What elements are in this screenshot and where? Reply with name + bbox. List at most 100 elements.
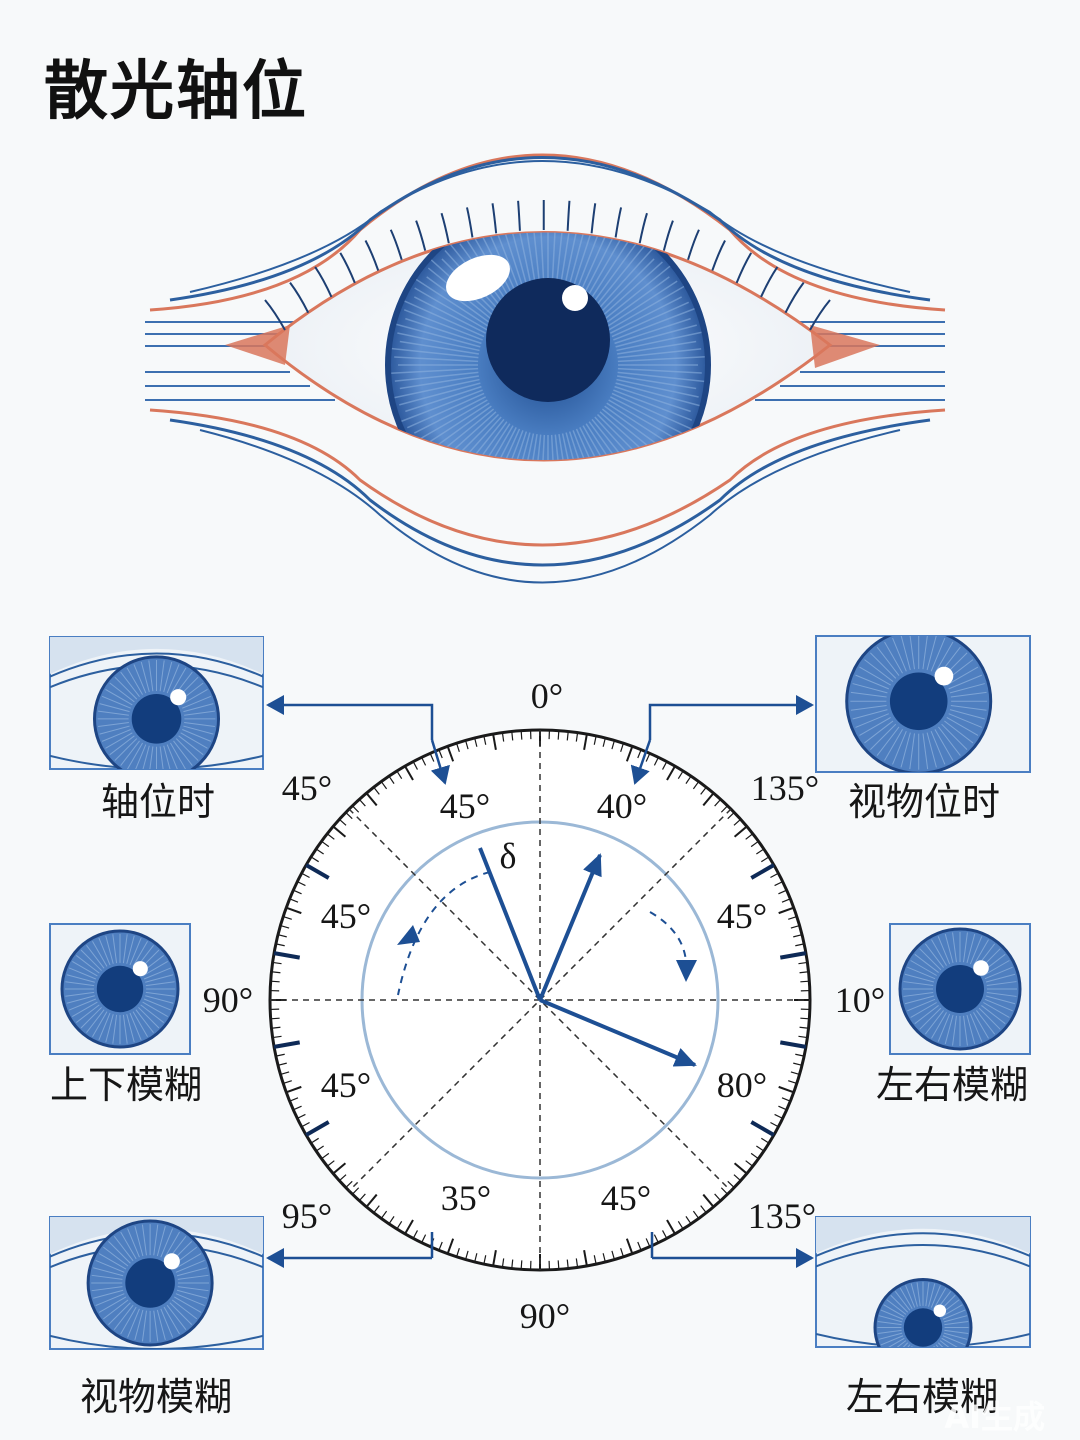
dial-label-outer-top-left: 45° bbox=[282, 768, 332, 808]
dial-tick bbox=[733, 1174, 742, 1182]
dial-tick bbox=[602, 737, 606, 747]
dial-tick bbox=[566, 731, 569, 741]
dial-major-tick bbox=[750, 863, 775, 880]
dial-tick bbox=[702, 1193, 715, 1208]
dial-tick bbox=[770, 872, 779, 878]
dial-tick bbox=[795, 1053, 805, 1057]
dial-tick bbox=[733, 1162, 748, 1175]
dial-tick bbox=[800, 980, 810, 983]
axis-arrow-40 bbox=[538, 853, 602, 1001]
dial-tick bbox=[483, 1255, 487, 1265]
dial-tick bbox=[761, 856, 770, 863]
dial-major-tick bbox=[273, 1040, 301, 1049]
dial-tick bbox=[625, 1238, 634, 1255]
dial-tick bbox=[492, 1249, 497, 1267]
dial-tick bbox=[720, 805, 728, 813]
dial-tick bbox=[602, 1253, 606, 1263]
dial-tick bbox=[774, 881, 783, 887]
dial-tick bbox=[465, 740, 469, 750]
dial-major-tick bbox=[779, 951, 807, 960]
dial-tick bbox=[321, 840, 330, 848]
dial-tick bbox=[352, 805, 360, 813]
dial-tick bbox=[358, 798, 366, 807]
dial-major-tick bbox=[750, 1120, 775, 1137]
dial-tick bbox=[310, 1137, 319, 1144]
dial-tick bbox=[289, 898, 299, 903]
dial-tick bbox=[637, 1241, 642, 1251]
dial-tick bbox=[338, 818, 347, 826]
dial-tick bbox=[653, 1234, 659, 1243]
dial-tick bbox=[520, 1260, 523, 1270]
page-title: 散光轴位 bbox=[44, 55, 308, 129]
dial-tick bbox=[421, 1234, 427, 1243]
dial-tick bbox=[404, 765, 414, 781]
dial-tick bbox=[373, 1205, 380, 1214]
dial-tick bbox=[750, 840, 759, 848]
panel-eye-mid-right bbox=[889, 923, 1031, 1055]
dial-label-inner-upper-left: 45° bbox=[440, 786, 490, 826]
dial-tick bbox=[380, 1210, 388, 1219]
caption-bottom-right: 左右模糊 bbox=[846, 1375, 998, 1419]
dial-tick bbox=[326, 1160, 335, 1167]
connector-arrows bbox=[266, 695, 814, 1268]
dial-tick bbox=[396, 770, 403, 779]
dial-tick bbox=[321, 1152, 330, 1160]
dial-tick bbox=[557, 730, 560, 740]
dial-tick bbox=[277, 1062, 287, 1066]
dial-tick bbox=[733, 818, 742, 826]
dial-tick bbox=[756, 1145, 765, 1152]
ai-watermark: AI生成 bbox=[944, 1398, 1045, 1436]
dial-label-inner-right-lower: 80° bbox=[717, 1065, 767, 1105]
dial-tick bbox=[800, 1017, 810, 1020]
dial-label-inner-lower-right: 45° bbox=[601, 1178, 651, 1218]
dial-tick bbox=[727, 1180, 735, 1188]
dial-tick bbox=[799, 1026, 809, 1029]
dial-tick bbox=[662, 1230, 668, 1239]
dial-tick bbox=[653, 757, 659, 766]
dial-tick bbox=[714, 798, 722, 807]
dial-tick bbox=[583, 1249, 588, 1267]
dial-major-tick bbox=[273, 951, 301, 960]
dial-tick bbox=[501, 1258, 505, 1268]
caption-mid-left: 上下模糊 bbox=[50, 1063, 202, 1107]
dial-tick bbox=[297, 1113, 306, 1119]
dial-tick bbox=[412, 1230, 418, 1239]
dial-tick bbox=[326, 833, 335, 840]
dial-label-outer-bottom-right: 135° bbox=[748, 1196, 816, 1236]
dial-tick bbox=[745, 833, 754, 840]
dial-label-right: 10° bbox=[835, 980, 885, 1020]
dial-tick bbox=[520, 730, 523, 740]
dial-tick bbox=[301, 872, 310, 878]
dial-tick bbox=[593, 1255, 597, 1265]
dial-tick bbox=[733, 825, 748, 838]
dial-tick bbox=[293, 889, 302, 895]
dial-tick bbox=[465, 1250, 469, 1260]
dial-tick bbox=[345, 1180, 353, 1188]
dial-major-tick bbox=[305, 863, 330, 880]
dial-tick bbox=[720, 1187, 728, 1195]
dial-tick bbox=[790, 925, 800, 929]
dial-tick bbox=[358, 1193, 366, 1202]
dial-tick bbox=[714, 1193, 722, 1202]
caption-top-right: 视物位时 bbox=[848, 780, 1000, 824]
dial-tick bbox=[289, 1097, 299, 1102]
panel-eye-top-right bbox=[815, 635, 1031, 773]
dial-tick bbox=[352, 1187, 360, 1195]
dial-tick bbox=[511, 1259, 514, 1269]
dial-tick bbox=[799, 971, 809, 974]
dial-tick bbox=[412, 761, 418, 770]
dial-tick bbox=[662, 761, 668, 770]
dial-tick bbox=[446, 1238, 455, 1255]
axis-arrow-80 bbox=[539, 998, 697, 1067]
dial-tick bbox=[637, 749, 642, 759]
dial-tick bbox=[474, 737, 478, 747]
dial-tick bbox=[795, 943, 805, 947]
dial-tick bbox=[761, 1137, 770, 1144]
dial-tick bbox=[677, 770, 684, 779]
dial-tick bbox=[280, 1071, 290, 1075]
dial-tick bbox=[388, 1216, 395, 1225]
dial-tick bbox=[455, 743, 460, 752]
dial-tick bbox=[271, 971, 281, 974]
dial-tick bbox=[511, 731, 514, 741]
